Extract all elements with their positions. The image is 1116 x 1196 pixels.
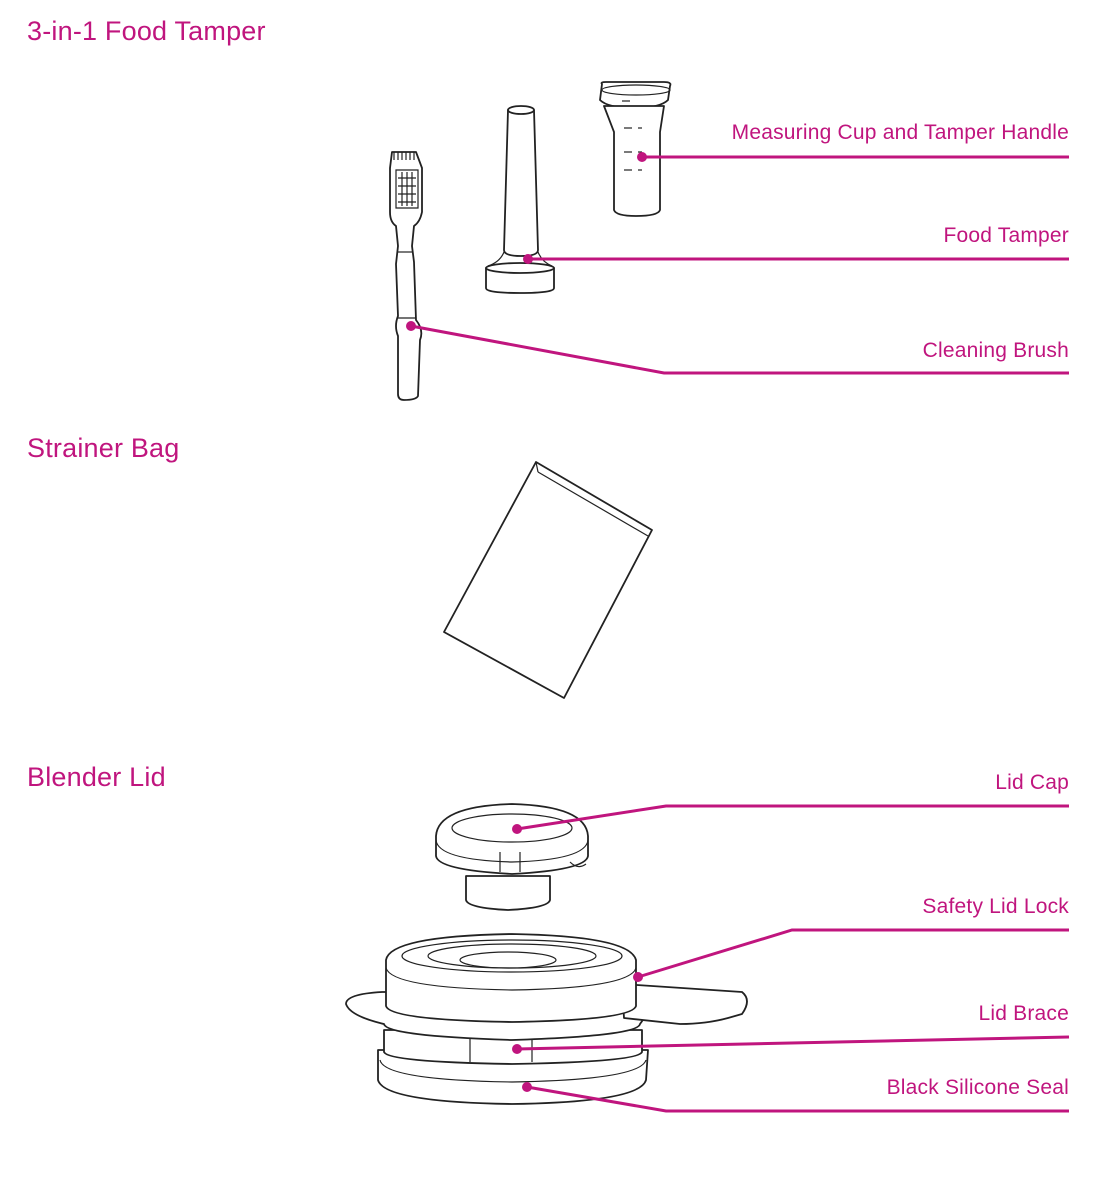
- strainer-bag-illustration: [443, 461, 653, 699]
- leader-dot-safety-lid-lock: [633, 972, 643, 982]
- food-tamper-illustration: [485, 105, 555, 294]
- leader-dot-lid-brace: [512, 1044, 522, 1054]
- label-lid-cap: Lid Cap: [995, 771, 1069, 794]
- leader-safety-lid-lock: [637, 928, 1069, 979]
- label-lid-brace: Lid Brace: [978, 1002, 1069, 1025]
- leader-dot-measuring-cup: [637, 152, 647, 162]
- section-title-strainer-bag: Strainer Bag: [27, 433, 180, 463]
- leader-cleaning-brush: [410, 324, 1069, 375]
- label-silicone-seal: Black Silicone Seal: [886, 1076, 1069, 1099]
- leader-dot-lid-cap: [512, 824, 522, 834]
- leader-dot-cleaning-brush: [406, 321, 416, 331]
- label-cleaning-brush: Cleaning Brush: [922, 339, 1069, 362]
- leader-dot-silicone-seal: [522, 1082, 532, 1092]
- label-measuring-cup: Measuring Cup and Tamper Handle: [731, 121, 1069, 144]
- lid-cap-illustration: [435, 803, 589, 911]
- label-food-tamper: Food Tamper: [943, 224, 1069, 247]
- leader-dot-food-tamper: [523, 254, 533, 264]
- callout-leaders: [406, 152, 1070, 1113]
- label-safety-lid-lock: Safety Lid Lock: [922, 895, 1069, 918]
- leader-lid-brace: [516, 1035, 1070, 1051]
- measuring-cup-illustration: [599, 81, 672, 217]
- blender-lid-illustration: [345, 933, 748, 1105]
- section-title-blender-lid: Blender Lid: [27, 762, 166, 792]
- leader-silicone-seal: [526, 1085, 1069, 1113]
- leader-lid-cap: [516, 804, 1069, 831]
- section-title-food-tamper: 3-in-1 Food Tamper: [27, 16, 266, 46]
- cleaning-brush-illustration: [389, 151, 423, 401]
